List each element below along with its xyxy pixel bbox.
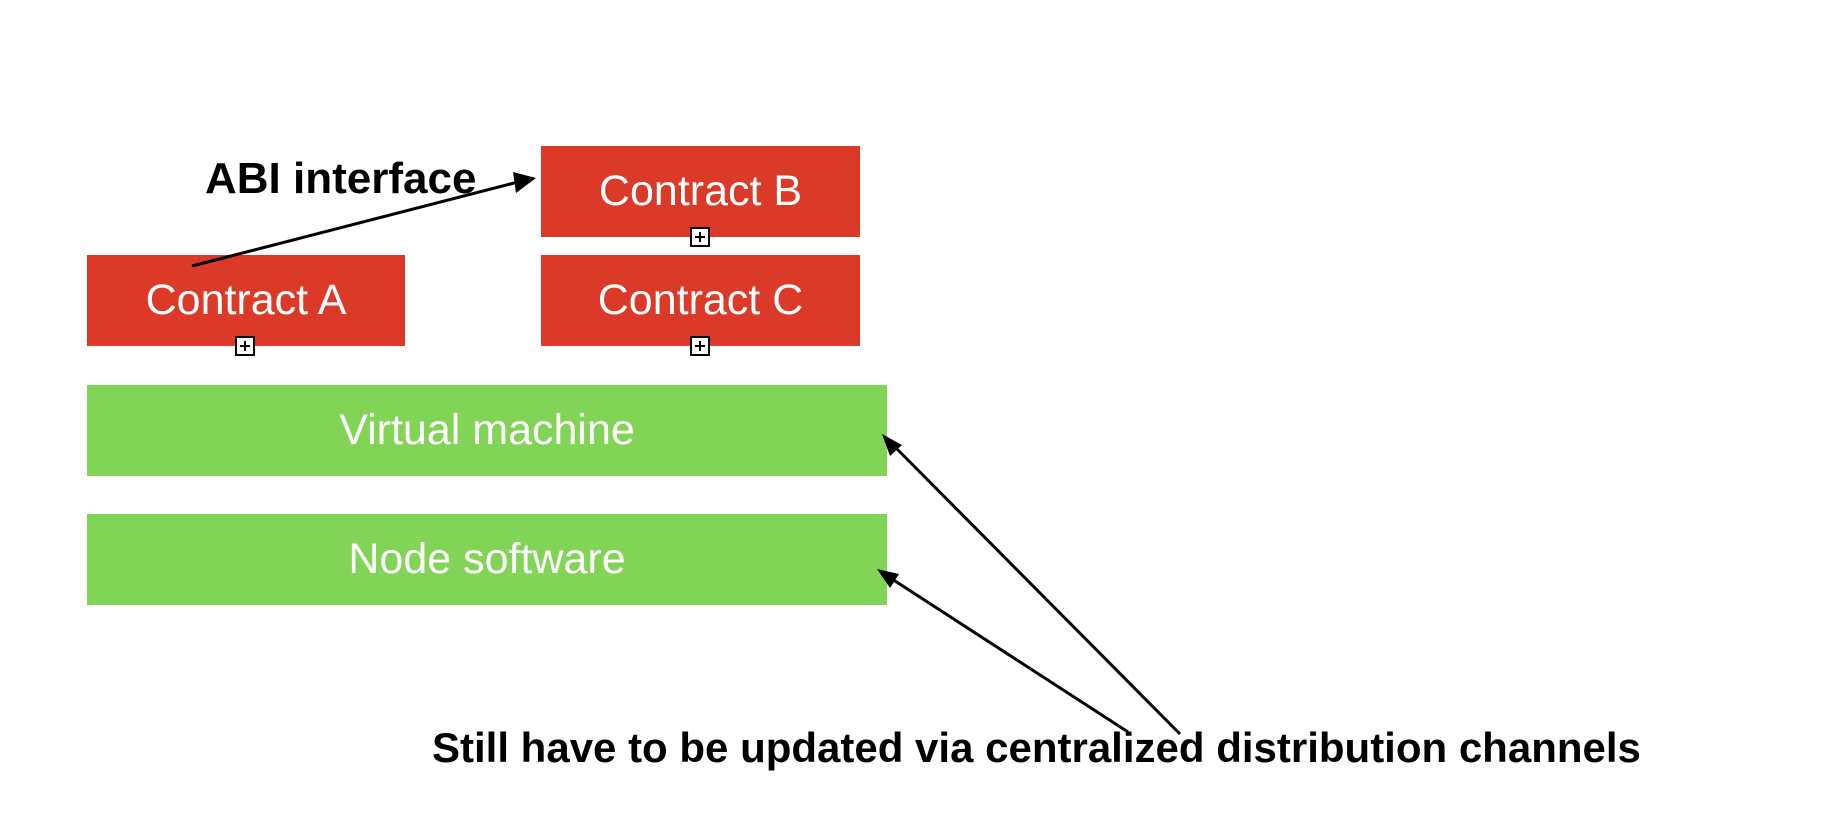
expand-icon[interactable] bbox=[690, 336, 710, 356]
expand-icon[interactable] bbox=[690, 227, 710, 247]
abi-interface-label: ABI interface bbox=[205, 154, 477, 203]
contract-b-label: Contract B bbox=[598, 167, 803, 215]
contract-a-box: Contract A bbox=[87, 255, 405, 346]
node-software-box: Node software bbox=[87, 514, 887, 605]
contract-b-box: Contract B bbox=[541, 146, 860, 237]
contract-a-label: Contract A bbox=[145, 276, 347, 324]
abi-arrow bbox=[191, 172, 536, 268]
virtual-machine-label: Virtual machine bbox=[339, 406, 635, 454]
virtual-machine-box: Virtual machine bbox=[87, 385, 887, 476]
update-note-label: Still have to be updated via centralized… bbox=[432, 724, 1641, 771]
contract-c-label: Contract C bbox=[597, 276, 804, 324]
vm-arrow bbox=[882, 434, 1182, 736]
node-arrow bbox=[877, 569, 1129, 734]
node-software-label: Node software bbox=[348, 535, 626, 583]
contract-c-box: Contract C bbox=[541, 255, 860, 346]
expand-icon[interactable] bbox=[235, 336, 255, 356]
